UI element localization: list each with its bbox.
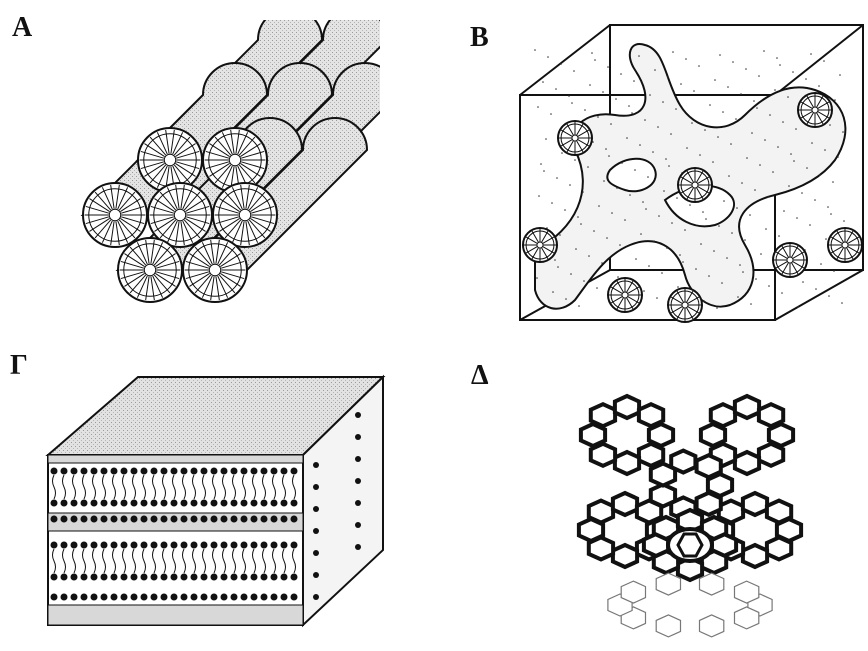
panel-label-d: Δ	[471, 362, 489, 390]
panel-label-b: B	[470, 24, 489, 52]
lamellar-bilayer-stack-figure	[38, 365, 388, 635]
panel-label-g: Γ	[10, 352, 28, 380]
panel-label-a: A	[12, 14, 32, 42]
polyhedral-cage-network-figure	[565, 380, 825, 645]
hexagonal-cylinder-bundle-figure	[60, 20, 380, 320]
bicontinuous-cubic-phase-figure	[515, 20, 868, 330]
